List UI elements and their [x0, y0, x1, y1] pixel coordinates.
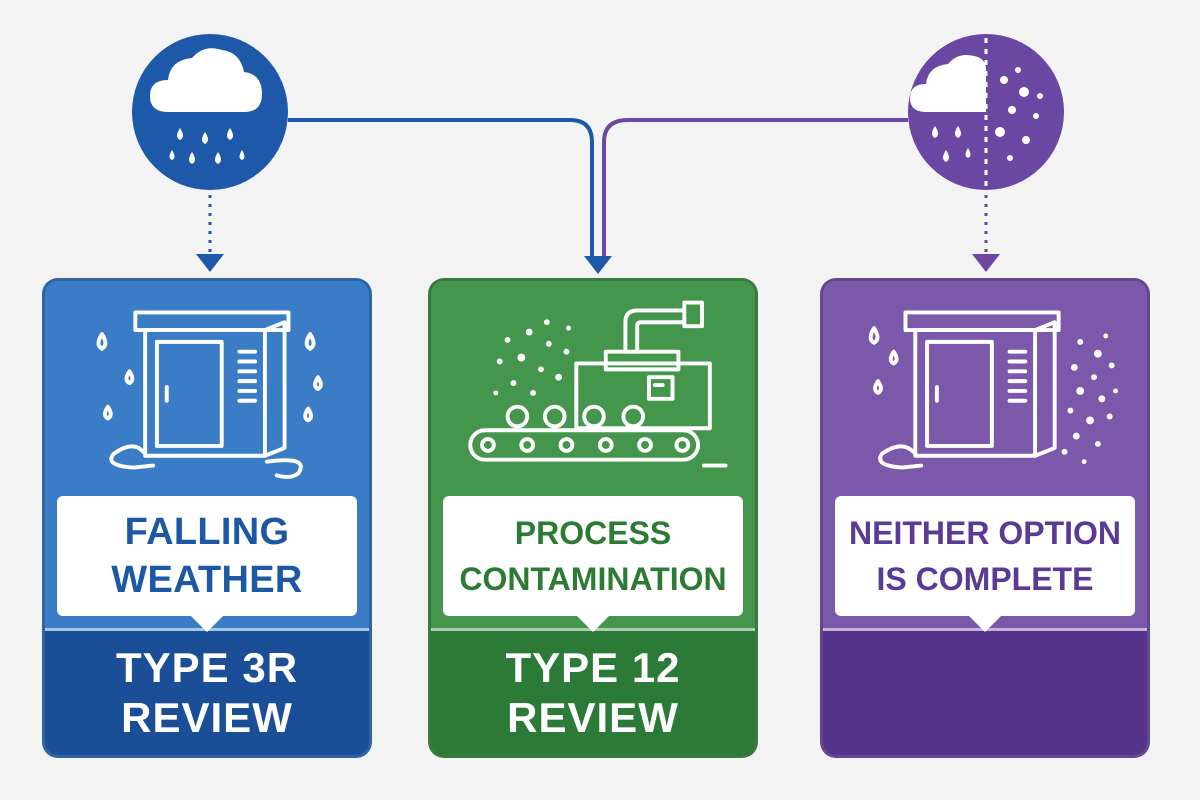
arrow-head-center: [584, 256, 612, 274]
enclosure-with-rain-and-dust-icon: [868, 310, 1119, 470]
label-pointer: [969, 616, 1001, 632]
enclosure-with-rain-icon: [96, 310, 323, 479]
card-footer: TYPE 3R REVIEW: [45, 631, 369, 755]
connector-purple: [602, 118, 908, 258]
conveyor-machine-with-dust-icon: [468, 300, 728, 468]
arrow-head-left: [196, 254, 224, 272]
connector-blue: [288, 118, 594, 258]
label-pointer: [577, 616, 609, 632]
card-footer-text: TYPE 3R REVIEW: [115, 644, 299, 741]
card-footer: TYPE 12 REVIEW: [431, 631, 755, 755]
card-footer: [823, 631, 1147, 755]
rain-cloud-icon: [132, 34, 288, 190]
card-label: PROCESS CONTAMINATION: [459, 515, 727, 597]
label-box: PROCESS CONTAMINATION: [443, 496, 743, 616]
card-falling-weather: FALLING WEATHER TYPE 3R REVIEW: [42, 278, 372, 758]
arrow-head-right: [972, 254, 1000, 272]
card-neither-option: NEITHER OPTION IS COMPLETE: [820, 278, 1150, 758]
card-footer-text: TYPE 12 REVIEW: [505, 644, 681, 741]
card-label: FALLING WEATHER: [111, 511, 303, 601]
label-pointer: [191, 616, 223, 632]
label-box: FALLING WEATHER: [57, 496, 357, 616]
label-box: NEITHER OPTION IS COMPLETE: [835, 496, 1135, 616]
card-label: NEITHER OPTION IS COMPLETE: [848, 515, 1121, 597]
rain-and-particles-icon: [908, 34, 1064, 190]
card-process-contamination: PROCESS CONTAMINATION TYPE 12 REVIEW: [428, 278, 758, 758]
